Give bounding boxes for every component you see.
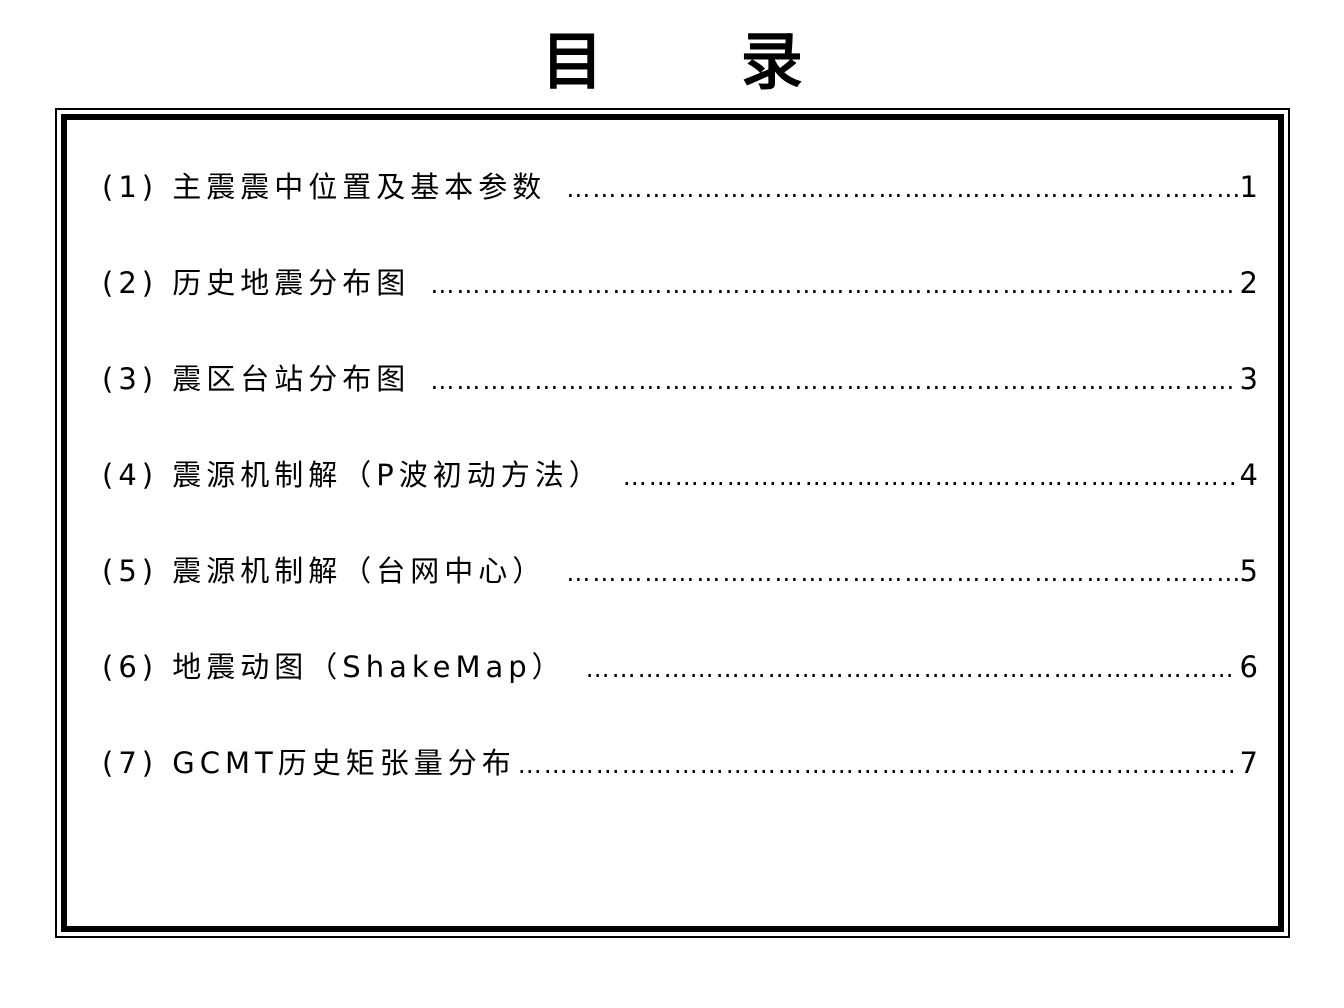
toc-entry-1[interactable]: (1) 主震震中位置及基本参数 1 xyxy=(102,160,1258,256)
toc-entry-label: (7) GCMT历史矩张量分布 xyxy=(102,746,516,780)
toc-dot-leader xyxy=(623,450,1238,504)
toc-page-number: 4 xyxy=(1239,458,1258,492)
toc-dot-leader xyxy=(566,546,1237,600)
toc-frame-inner xyxy=(61,114,1284,932)
toc-entry-4[interactable]: (4) 震源机制解（P波初动方法） 4 xyxy=(102,448,1258,544)
toc-frame xyxy=(55,108,1290,938)
page-title: 目 录 xyxy=(541,25,861,98)
toc-page-number: 7 xyxy=(1239,746,1258,780)
toc-dot-leader xyxy=(430,354,1237,408)
toc-entry-label: (6) 地震动图（ShakeMap） xyxy=(102,650,566,684)
toc-entry-6[interactable]: (6) 地震动图（ShakeMap） 6 xyxy=(102,640,1258,736)
toc-entry-2[interactable]: (2) 历史地震分布图 2 xyxy=(102,256,1258,352)
toc-dot-leader xyxy=(586,642,1238,696)
toc-entry-label: (4) 震源机制解（P波初动方法） xyxy=(102,458,603,492)
toc-page-number: 1 xyxy=(1239,170,1258,204)
toc-entry-5[interactable]: (5) 震源机制解（台网中心） 5 xyxy=(102,544,1258,640)
toc-page-number: 5 xyxy=(1239,554,1258,588)
toc-entry-label: (2) 历史地震分布图 xyxy=(102,266,411,300)
toc-dot-leader xyxy=(518,738,1238,792)
toc-dot-leader xyxy=(566,162,1237,216)
toc-entry-label: (3) 震区台站分布图 xyxy=(102,362,411,396)
toc-entry-7[interactable]: (7) GCMT历史矩张量分布 7 xyxy=(102,736,1258,832)
toc-entry-3[interactable]: (3) 震区台站分布图 3 xyxy=(102,352,1258,448)
toc-dot-leader xyxy=(430,258,1237,312)
toc-page-number: 6 xyxy=(1239,650,1258,684)
toc-entry-label: (5) 震源机制解（台网中心） xyxy=(102,554,547,588)
toc-entry-label: (1) 主震震中位置及基本参数 xyxy=(102,170,547,204)
table-of-contents: (1) 主震震中位置及基本参数 1 (2) 历史地震分布图 2 (3) 震区台站… xyxy=(102,160,1258,832)
toc-page-number: 2 xyxy=(1239,266,1258,300)
toc-page-number: 3 xyxy=(1239,362,1258,396)
